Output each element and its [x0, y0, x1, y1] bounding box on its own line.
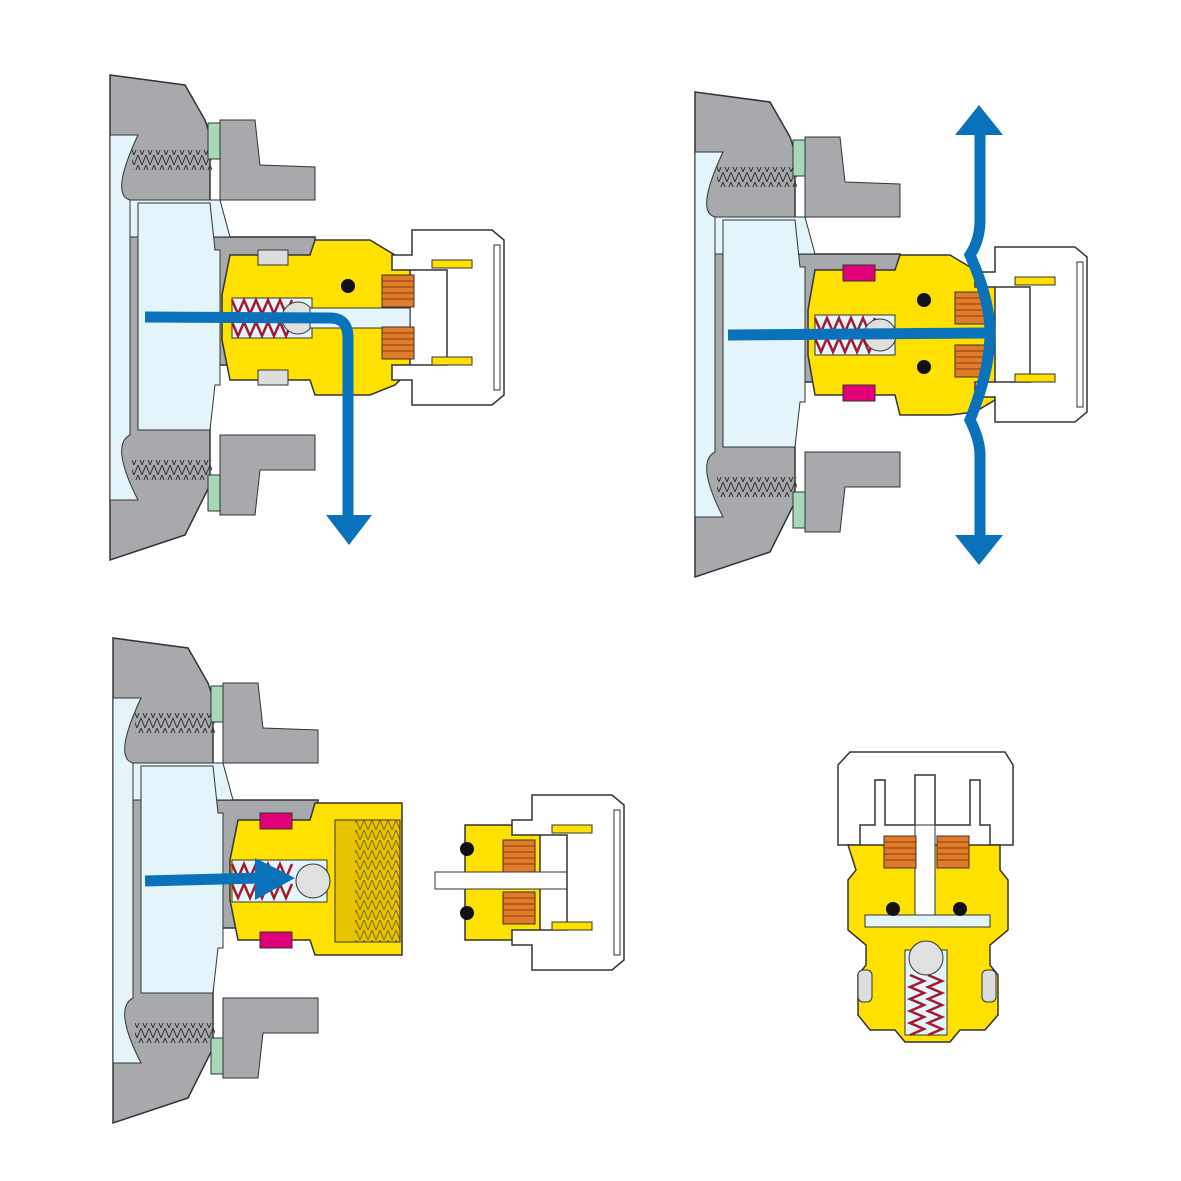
seal-magenta	[842, 264, 876, 282]
o-ring	[953, 902, 967, 916]
o-ring	[460, 842, 474, 856]
arrow-head-icon	[955, 535, 1003, 565]
seal-magenta	[259, 931, 293, 949]
o-ring	[917, 293, 931, 307]
copper-sleeve	[502, 839, 536, 873]
o-ring	[460, 906, 474, 920]
seal	[257, 369, 289, 386]
o-ring	[917, 360, 931, 374]
seal	[857, 969, 873, 1003]
copper-sleeve	[936, 835, 970, 869]
seal	[257, 249, 289, 266]
detached-coupler	[434, 794, 625, 971]
copper-sleeve	[883, 835, 917, 869]
arrow-head-icon	[255, 858, 295, 900]
check-ball	[295, 863, 331, 899]
panel-coupler-detail	[837, 751, 1014, 1043]
flow-arrow-vertical	[963, 130, 996, 540]
probe-pin	[914, 824, 936, 926]
check-ball	[908, 940, 944, 976]
seal-magenta	[259, 812, 293, 830]
copper-sleeve	[502, 891, 536, 925]
seal-magenta	[842, 384, 876, 402]
flow-arrow	[144, 872, 261, 887]
arrow-head-icon	[326, 515, 372, 545]
copper-sleeve	[381, 326, 415, 360]
probe-pin	[434, 871, 586, 890]
seal	[981, 969, 997, 1003]
o-ring	[886, 902, 900, 916]
arrow-head-icon	[955, 105, 1003, 135]
panel-coupled-flow-bidirectional	[694, 91, 1088, 578]
panel-coupled-flow-outlet	[109, 74, 505, 561]
flow-arrow	[727, 327, 986, 341]
flow-arrow	[144, 311, 354, 520]
panel-uncoupled-check-closed	[112, 637, 625, 1124]
copper-sleeve	[381, 274, 415, 308]
o-ring	[341, 279, 355, 293]
